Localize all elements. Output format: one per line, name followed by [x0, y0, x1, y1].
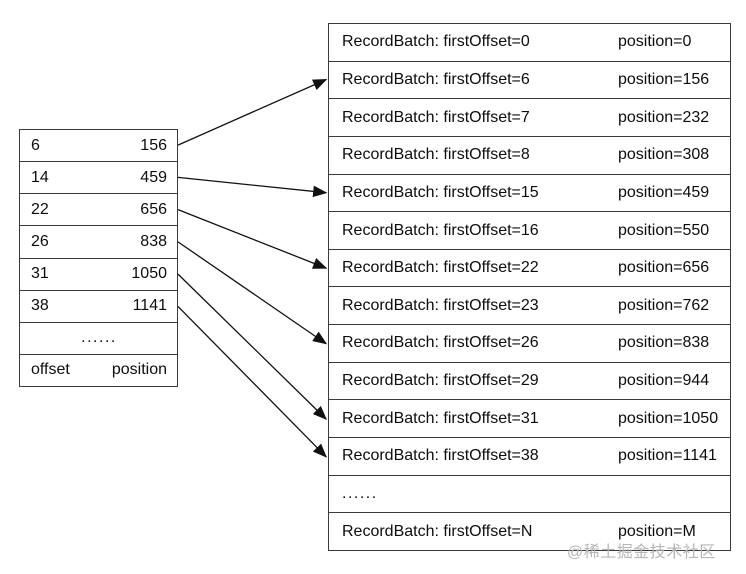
offset-column-label: offset: [31, 361, 70, 379]
position-label: position=156: [618, 70, 710, 88]
log-table-row: RecordBatch: firstOffset=29 position=944: [329, 363, 730, 401]
offset-value: 6: [31, 136, 40, 154]
recordbatch-label: RecordBatch: firstOffset=38: [342, 447, 539, 465]
log-table-row: RecordBatch: firstOffset=22 position=656: [329, 250, 730, 288]
recordbatch-label: RecordBatch: firstOffset=26: [342, 334, 539, 352]
index-table-row: 26 838: [20, 226, 177, 259]
log-table-row: RecordBatch: firstOffset=8 position=308: [329, 137, 730, 175]
recordbatch-label: RecordBatch: firstOffset=23: [342, 296, 539, 314]
index-to-log-arrow: [177, 241, 328, 345]
index-to-log-arrow: [177, 208, 328, 269]
offset-value: 38: [31, 297, 49, 315]
index-to-log-arrow: [177, 176, 328, 198]
position-column-label: position: [111, 361, 167, 379]
position-label: position=308: [618, 146, 710, 164]
position-label: position=232: [618, 108, 710, 126]
log-table-row: RecordBatch: firstOffset=16 position=550: [329, 212, 730, 250]
offset-value: 22: [31, 200, 49, 218]
position-value: 1141: [132, 297, 167, 315]
position-value: 656: [140, 200, 167, 218]
position-label: position=550: [618, 221, 710, 239]
log-table-row: RecordBatch: firstOffset=23 position=762: [329, 287, 730, 326]
log-table-row: RecordBatch: firstOffset=38 position=1141: [329, 438, 730, 476]
recordbatch-label: RecordBatch: firstOffset=N: [342, 522, 533, 540]
log-table-row: RecordBatch: firstOffset=0 position=0: [329, 24, 730, 62]
recordbatch-label: RecordBatch: firstOffset=0: [342, 33, 530, 51]
position-label: position=656: [618, 259, 710, 277]
position-value: 459: [140, 168, 167, 186]
position-label: position=1050: [618, 409, 719, 427]
recordbatch-label: RecordBatch: firstOffset=29: [342, 372, 539, 390]
recordbatch-label: RecordBatch: firstOffset=16: [342, 221, 539, 239]
index-table-row: 22 656: [20, 194, 177, 227]
log-table-ellipsis-row: ......: [329, 476, 730, 514]
recordbatch-label: RecordBatch: firstOffset=8: [342, 146, 530, 164]
index-table-row: 6 156: [20, 130, 177, 163]
position-label: position=762: [618, 296, 710, 314]
recordbatch-label: RecordBatch: firstOffset=6: [342, 70, 530, 88]
position-label: position=M: [618, 522, 696, 540]
recordbatch-label: RecordBatch: firstOffset=31: [342, 409, 539, 427]
ellipsis-text: ......: [81, 329, 117, 347]
log-table-row: RecordBatch: firstOffset=15 position=459: [329, 175, 730, 213]
position-label: position=944: [618, 372, 710, 390]
position-label: position=459: [618, 183, 710, 201]
position-value: 838: [140, 232, 167, 250]
position-value: 156: [140, 136, 167, 154]
position-label: position=0: [618, 33, 692, 51]
log-table-row: RecordBatch: firstOffset=26 position=838: [329, 325, 730, 363]
index-to-log-arrow: [177, 273, 328, 421]
position-label: position=1141: [618, 447, 717, 465]
index-table-row: 31 1050: [20, 259, 177, 291]
log-table-row: RecordBatch: firstOffset=6 position=156: [329, 62, 730, 100]
index-table-row: 14 459: [20, 162, 177, 195]
offset-value: 26: [31, 232, 49, 250]
log-table-row: RecordBatch: firstOffset=N position=M: [329, 513, 730, 550]
recordbatch-label: RecordBatch: firstOffset=7: [342, 108, 530, 126]
index-to-log-arrow: [177, 79, 328, 146]
position-value: 1050: [131, 265, 167, 283]
index-to-log-arrow: [177, 305, 328, 458]
log-table-row: RecordBatch: firstOffset=31 position=1050: [329, 400, 730, 439]
offset-index-table: 6 156 14 459 22 656 26 838 31 1050 38 1141...... off…: [19, 129, 178, 387]
recordbatch-label: RecordBatch: firstOffset=15: [342, 183, 539, 201]
log-table-row: RecordBatch: firstOffset=7 position=232: [329, 99, 730, 137]
recordbatch-label: ......: [342, 485, 378, 502]
position-label: position=838: [618, 334, 710, 352]
offset-value: 31: [31, 265, 49, 283]
index-table-header-row: offset position: [20, 355, 177, 386]
offset-value: 14: [31, 168, 49, 186]
recordbatch-label: RecordBatch: firstOffset=22: [342, 259, 539, 277]
index-table-row: 38 1141: [20, 291, 177, 323]
watermark: @稀土掘金技术社区: [567, 544, 716, 561]
index-table-ellipsis-row: ......: [20, 323, 177, 355]
